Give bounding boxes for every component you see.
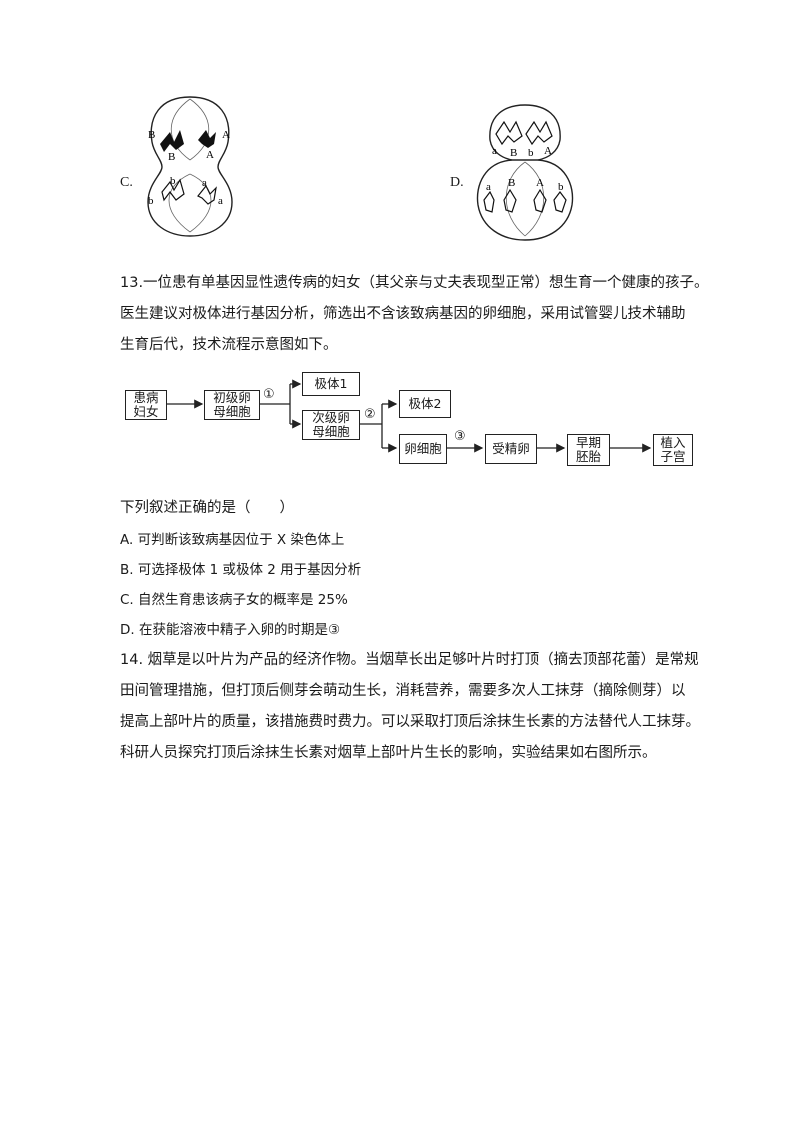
- q13-line-3: 生育后代，技术流程示意图如下。: [120, 337, 338, 353]
- q14-line-3: 提高上部叶片的质量，该措施费时费力。可以采取打顶后涂抹生长素的方法替代人工抹芽。: [120, 714, 700, 730]
- q13-line-1: 13.一位患有单基因显性遗传病的妇女（其父亲与丈夫表现型正常）想生育一个健康的孩…: [120, 275, 709, 291]
- q14-line-2: 田间管理措施，但打顶后侧芽会萌动生长，消耗营养，需要多次人工抹芽（摘除侧芽）以: [120, 683, 686, 699]
- flow-box-patient: 患病妇女: [125, 390, 167, 420]
- gene-label: A: [222, 129, 230, 141]
- flow-step-1: ①: [263, 387, 275, 402]
- flow-chart: 患病妇女 初级卵母细胞 ① 极体1 次级卵母细胞 ② 极体2 卵细胞 ③ 受精卵…: [120, 366, 700, 470]
- q13-option-a: A. 可判断该致病基因位于 X 染色体上: [120, 532, 345, 548]
- q14-line-4: 科研人员探究打顶后涂抹生长素对烟草上部叶片生长的影响，实验结果如右图所示。: [120, 745, 657, 761]
- q13-line-2: 医生建议对极体进行基因分析，筛选出不含该致病基因的卵细胞，采用试管婴儿技术辅助: [120, 306, 686, 322]
- q13-option-d: D. 在获能溶液中精子入卵的时期是③: [120, 622, 341, 638]
- gene-label: B: [148, 129, 155, 141]
- q13-option-c: C. 自然生育患该病子女的概率是 25%: [120, 592, 348, 608]
- gene-label: b: [558, 181, 564, 193]
- gene-label: a: [218, 195, 223, 207]
- option-d-label: D.: [450, 175, 464, 190]
- gene-label: a: [492, 145, 497, 157]
- gene-label: a: [202, 177, 207, 189]
- gene-label: a: [486, 181, 491, 193]
- gene-label: b: [528, 147, 534, 159]
- flow-box-polar-body-1: 极体1: [302, 372, 360, 396]
- flow-box-egg-cell: 卵细胞: [399, 434, 447, 464]
- option-c-label: C.: [120, 175, 133, 190]
- cell-diagram-d: a B b A a B A b: [476, 104, 574, 241]
- gene-label: A: [206, 149, 214, 161]
- cell-diagram-c: B A B A b b a a: [147, 96, 233, 237]
- flow-box-secondary-oocyte: 次级卵母细胞: [302, 410, 360, 440]
- gene-label: b: [170, 175, 176, 187]
- q14-line-1: 14. 烟草是以叶片为产品的经济作物。当烟草长出足够叶片时打顶（摘去顶部花蕾）是…: [120, 652, 699, 668]
- flow-box-zygote: 受精卵: [485, 434, 537, 464]
- gene-label: B: [510, 147, 517, 159]
- flow-box-early-embryo: 早期胚胎: [567, 434, 610, 466]
- flow-box-primary-oocyte: 初级卵母细胞: [204, 390, 260, 420]
- q13-stem: 下列叙述正确的是（ ）: [120, 500, 294, 516]
- gene-label: A: [536, 177, 544, 189]
- gene-label: b: [148, 195, 154, 207]
- flow-box-polar-body-2: 极体2: [399, 390, 451, 418]
- flow-step-2: ②: [364, 407, 376, 422]
- gene-label: A: [544, 145, 552, 157]
- q13-option-b: B. 可选择极体 1 或极体 2 用于基因分析: [120, 562, 362, 578]
- flow-step-3: ③: [454, 429, 466, 444]
- gene-label: B: [508, 177, 515, 189]
- flow-box-implant-uterus: 植入子宫: [653, 434, 693, 466]
- gene-label: B: [168, 151, 175, 163]
